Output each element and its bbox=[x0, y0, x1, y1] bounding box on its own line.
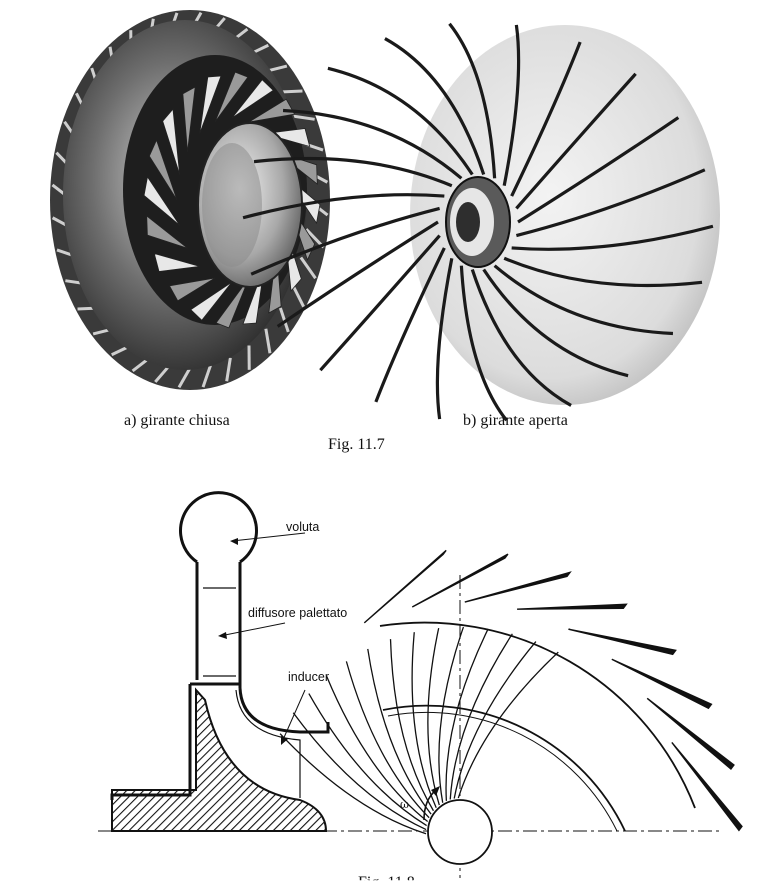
shroud-contour bbox=[240, 688, 328, 732]
diffuser-vane bbox=[568, 629, 675, 654]
closed-impeller-illustration bbox=[50, 10, 330, 390]
impeller-vane bbox=[458, 652, 558, 798]
impeller-front-view-drawing bbox=[280, 550, 742, 878]
open-blade bbox=[320, 236, 439, 371]
diffuser-vane bbox=[647, 698, 734, 769]
leader-inducer bbox=[282, 690, 305, 742]
leader-diffusore bbox=[220, 623, 285, 636]
diffuser-outer-arc bbox=[380, 623, 695, 808]
diffuser-vane bbox=[517, 604, 626, 609]
caption-open-impeller: b) girante aperta bbox=[463, 412, 568, 430]
volute-outline bbox=[181, 493, 257, 562]
figure-label-11-7: Fig. 11.7 bbox=[328, 436, 385, 454]
figure-label-11-8: Fig. 11.8 bbox=[358, 874, 415, 892]
impeller-vane bbox=[428, 628, 439, 805]
diffuser-vane bbox=[612, 659, 712, 708]
impeller-vanes bbox=[280, 627, 558, 834]
label-voluta: voluta bbox=[286, 520, 319, 534]
casing-outline bbox=[112, 684, 190, 800]
impeller-outer-arc bbox=[383, 706, 625, 831]
closed-blade bbox=[280, 91, 302, 92]
diffuser-vane bbox=[364, 550, 446, 623]
diffuser-vane bbox=[672, 742, 742, 830]
diffuser-vane bbox=[412, 554, 508, 607]
hub-circle bbox=[428, 800, 492, 864]
caption-closed-impeller: a) girante chiusa bbox=[124, 412, 230, 430]
label-omega: ω bbox=[400, 798, 409, 811]
label-diffusore-palettato: diffusore palettato bbox=[248, 606, 347, 620]
label-inducer: inducer bbox=[288, 670, 329, 684]
diffuser-vane bbox=[465, 572, 570, 602]
hub-section-hatched bbox=[112, 690, 326, 831]
